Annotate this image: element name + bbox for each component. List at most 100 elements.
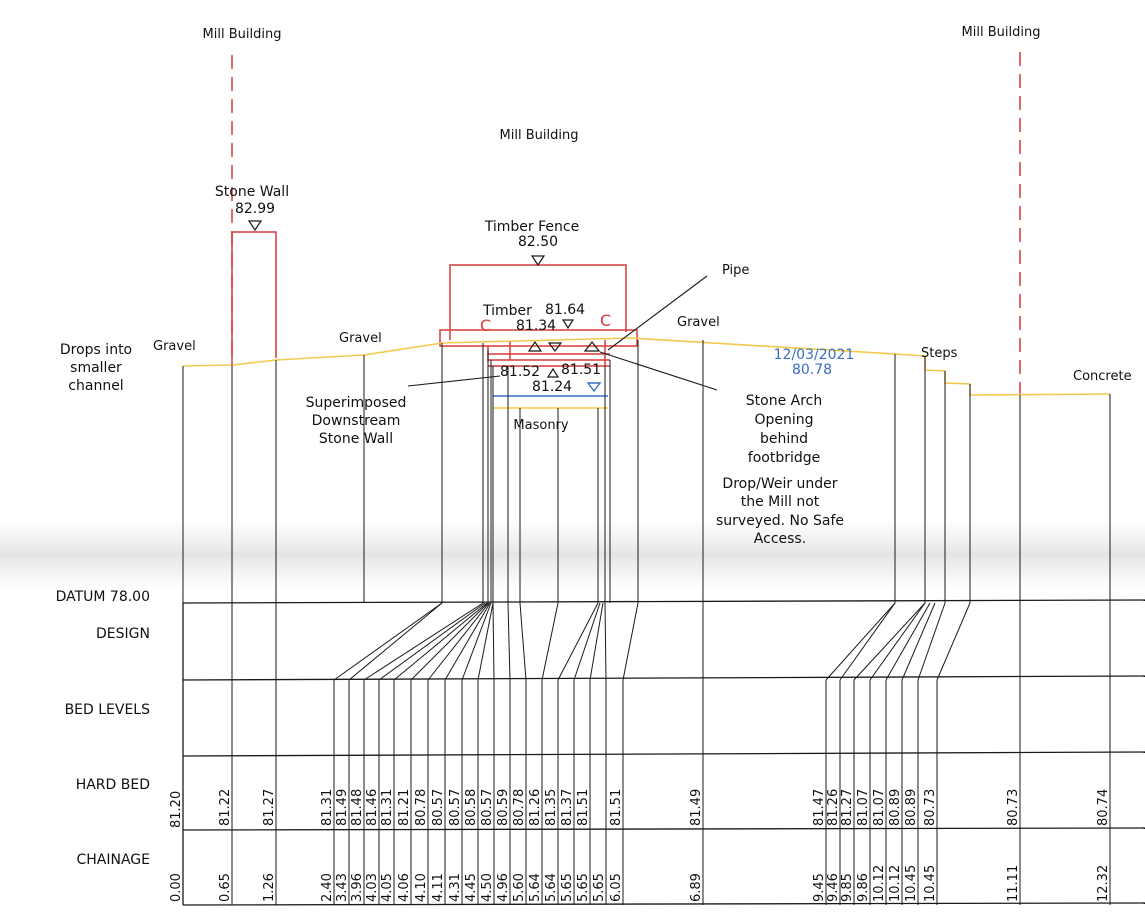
stone-wall-marker-icon (247, 220, 263, 232)
superimposed-line2: Downstream (312, 413, 401, 429)
section-c-right: C (600, 311, 611, 330)
ground-surface-line (182, 337, 1111, 396)
fan-line (622, 602, 639, 681)
mill-building-right-label: Mill Building (962, 25, 1041, 40)
masonry-label: Masonry (513, 418, 568, 433)
chainage-value: 10.45 (923, 865, 938, 902)
row-label-bed-levels: BED LEVELS (65, 702, 151, 718)
hard-bed-value: 80.78 (414, 789, 429, 826)
timber-fence-label: Timber Fence (484, 219, 579, 235)
fan-line (444, 602, 491, 681)
level-up-icon (527, 340, 543, 352)
chainage-value: 12.32 (1096, 865, 1111, 902)
hard-bed-value: 81.21 (397, 789, 412, 826)
steps-label: Steps (921, 346, 958, 361)
chainage-value: 10.12 (872, 865, 887, 902)
fan-line (477, 602, 494, 681)
chainage-value: 9.46 (826, 873, 841, 902)
stone-wall-outline (231, 231, 277, 365)
weir-note-line3: surveyed. No Safe (716, 513, 844, 529)
table-columns (182, 680, 1111, 905)
timber-label: Timber (482, 303, 532, 319)
water-level-icon (586, 382, 602, 393)
gravel-label-3: Gravel (677, 315, 720, 330)
level-up-icon-2 (583, 341, 601, 352)
section-verticals (182, 340, 1111, 603)
survey-level: 80.78 (792, 362, 832, 378)
superimposed-line3: Stone Wall (319, 431, 393, 447)
hard-bed-value: 81.31 (380, 789, 395, 826)
timber-level: 81.64 (545, 302, 585, 318)
fan-line (589, 602, 604, 681)
fan-line (348, 602, 443, 681)
hard-bed-value: 81.49 (689, 789, 704, 826)
stone-arch-line3: behind (760, 431, 808, 447)
hard-bed-value: 80.57 (480, 789, 495, 826)
hard-bed-value: 80.89 (904, 789, 919, 826)
fan-line (839, 602, 896, 681)
hard-bed-value: 81.46 (365, 789, 380, 826)
hard-bed-value: 80.74 (1096, 789, 1111, 826)
chainage-value: 1.26 (262, 873, 277, 902)
drops-into-line3: channel (68, 378, 123, 394)
fan-line (853, 602, 926, 681)
fan-line (917, 602, 946, 681)
survey-date: 12/03/2021 (774, 347, 855, 363)
hard-bed-value: 80.73 (1006, 789, 1021, 826)
row-label-datum: DATUM 78.00 (56, 589, 150, 605)
fan-lines (182, 602, 1111, 681)
hard-bed-value: 80.59 (496, 789, 511, 826)
timber-fence-marker-icon (530, 255, 546, 267)
chainage-value: 4.31 (448, 873, 463, 902)
section-c-left: C (480, 316, 491, 335)
chainage-value: 9.85 (840, 873, 855, 902)
fan-line (410, 602, 489, 681)
chainage-value: 5.65 (592, 873, 607, 902)
hard-bed-value: 81.07 (856, 789, 871, 826)
hard-bed-value: 80.78 (512, 789, 527, 826)
hard-bed-value: 80.57 (431, 789, 446, 826)
chainage-value: 5.64 (544, 873, 559, 902)
chainage-value: 5.65 (576, 873, 591, 902)
weir-note-line4: Access. (754, 531, 806, 547)
chainage-value: 4.05 (380, 873, 395, 902)
concrete-label: Concrete (1073, 369, 1132, 384)
fan-line (378, 602, 486, 681)
chainage-value: 6.05 (609, 873, 624, 902)
fan-line (541, 602, 559, 681)
chainage-value: 5.65 (560, 873, 575, 902)
hard-bed-value: 81.51 (609, 789, 624, 826)
chainage-value: 5.64 (528, 873, 543, 902)
hard-bed-value: 80.89 (888, 789, 903, 826)
hard-bed-value: 81.22 (218, 789, 233, 826)
fan-line (573, 602, 601, 681)
hard-bed-value: 81.35 (544, 789, 559, 826)
fan-line (492, 602, 495, 681)
mill-building-center-label: Mill Building (500, 128, 579, 143)
chainage-value: 4.03 (365, 873, 380, 902)
chainage-value: 5.60 (512, 873, 527, 902)
hard-bed-value: 81.20 (169, 791, 184, 828)
gravel-label-1: Gravel (153, 339, 196, 354)
level-8124: 81.24 (532, 379, 572, 395)
hard-bed-value: 81.37 (560, 789, 575, 826)
fan-line (427, 602, 490, 681)
table-grid (182, 599, 1145, 906)
row-label-design: DESIGN (96, 626, 150, 642)
chainage-value: 3.96 (350, 873, 365, 902)
hard-bed-value: 81.07 (872, 789, 887, 826)
chainage-value: 4.50 (480, 873, 495, 902)
stone-arch-line4: footbridge (748, 450, 820, 466)
chainage-value: 9.86 (856, 873, 871, 902)
fan-line (519, 602, 527, 681)
fan-line (363, 602, 484, 681)
fan-line (869, 602, 926, 681)
hard-bed-value: 80.57 (448, 789, 463, 826)
chainage-value: 4.45 (464, 873, 479, 902)
chainage-value: 6.89 (689, 873, 704, 902)
fan-line (557, 602, 599, 681)
chainage-value: 4.10 (414, 873, 429, 902)
